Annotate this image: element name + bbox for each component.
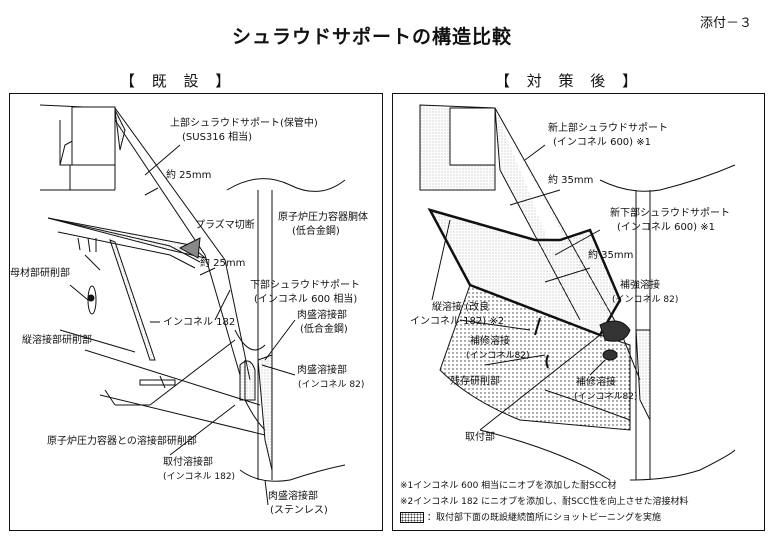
label-vertical-weld: 縦溶接 (改良 [432, 302, 490, 313]
label-new-upper-material: (インコネル 600) ※1 [553, 137, 651, 148]
note-3: ：取付部下面の既設継続箇所にショットピーニングを実施 [427, 513, 662, 523]
label-plasma-cut: プラズマ切断 [195, 220, 255, 231]
label-thickness-2: 約 25mm [200, 258, 246, 269]
label-overlay-2: 肉盛溶接部 [297, 365, 347, 376]
existing-drawing [39, 104, 346, 506]
label-vessel-body: 原子炉圧力容器胴体 [278, 212, 368, 223]
label-repair-weld-1: 補修溶接 [470, 336, 510, 347]
label-vessel-body-material: (低合金鋼) [292, 226, 340, 237]
note-2: ※2インコネル 182 にニオブを添加し、耐SCC性を向上させた溶接材料 [400, 497, 689, 507]
label-overlay-2-material: (インコネル 82) [298, 380, 365, 390]
label-vessel-weld-grind: 原子炉圧力容器との溶接部研削部 [47, 436, 197, 447]
label-residual-grind: 残存研削部 [450, 376, 500, 387]
label-new-lower: 新下部シュラウドサポート [610, 208, 730, 219]
after-panel [392, 93, 765, 531]
existing-panel [9, 93, 383, 531]
label-thickness-1: 約 25mm [166, 170, 212, 181]
label-lower-support: 下部シュラウドサポート [250, 280, 360, 291]
label-vertical-weld-grind: 縦溶接部研削部 [22, 335, 92, 346]
after-header: 【 対 策 後 】 [495, 72, 644, 90]
page-title: シュラウドサポートの構造比較 [232, 26, 513, 48]
after-drawing [419, 104, 736, 481]
label-reinforce-weld-material: (インコネル 82) [612, 295, 679, 305]
label-new-upper: 新上部シュラウドサポート [548, 123, 668, 134]
label-repair-weld-2-material: (インコネル82) [574, 392, 638, 402]
label-new-lower-material: (インコネル 600) ※1 [617, 222, 715, 233]
note-1: ※1インコネル 600 相当にニオブを添加した耐SCC材 [400, 481, 617, 491]
shot-peening-legend-swatch [400, 512, 424, 523]
label-overlay-1-material: (低合金鋼) [300, 324, 348, 335]
label-lower-support-material: (インコネル 600 相当) [254, 294, 358, 305]
label-upper-support: 上部シュラウドサポート(保管中) [170, 118, 318, 129]
label-repair-weld-2: 補修溶接 [576, 377, 616, 388]
label-base-grind: 母材部研削部 [10, 268, 70, 279]
label-vertical-weld-material: インコネル 182) ※2 [410, 316, 505, 327]
note-3-row: ：取付部下面の既設継続箇所にショットピーニングを実施 [400, 512, 661, 524]
label-reinforce-weld: 補強溶接 [620, 280, 660, 291]
label-inconel182: インコネル 182 [163, 317, 236, 328]
existing-header: 【 既 設 】 [120, 72, 237, 90]
label-upper-support-material: (SUS316 相当) [182, 132, 253, 143]
attachment-number: 添付－３ [700, 16, 753, 31]
label-attach-weld: 取付溶接部 [163, 457, 213, 468]
label-thickness-2: 約 35mm [588, 250, 634, 261]
label-thickness-1: 約 35mm [548, 175, 594, 186]
label-overlay-1: 肉盛溶接部 [297, 310, 347, 321]
label-overlay-3-material: (ステンレス) [270, 505, 328, 516]
label-overlay-3: 肉盛溶接部 [268, 491, 318, 502]
label-repair-weld-1-material: (インコネル82) [466, 351, 530, 361]
label-attach-weld-material: (インコネル 182) [163, 472, 236, 482]
label-attach-part: 取付部 [465, 432, 495, 443]
